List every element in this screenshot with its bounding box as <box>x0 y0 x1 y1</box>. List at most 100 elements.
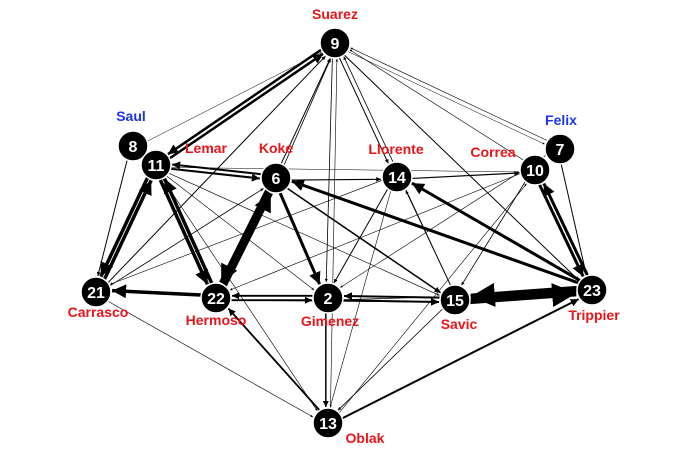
node-number: 22 <box>207 291 225 308</box>
node-circle <box>80 276 112 308</box>
node-number: 8 <box>129 139 138 156</box>
player-name-label: Llorente <box>368 141 423 157</box>
edge-n14-to-n10 <box>412 170 520 180</box>
edge-n15-to-n13 <box>337 308 443 411</box>
edge-n7-to-n9 <box>350 47 548 141</box>
player-name-label: Oblak <box>346 430 385 446</box>
edge-n7-to-n23 <box>560 164 588 275</box>
player-name-label: Lemar <box>185 140 228 156</box>
node-number: 9 <box>331 36 340 53</box>
edge-n11-to-n2 <box>166 175 315 291</box>
player-name-label: Suarez <box>312 6 358 22</box>
edge-n11-to-n6 <box>170 167 260 182</box>
edge-n23-to-n10 <box>542 182 589 277</box>
edge-n11-to-n15 <box>168 172 440 296</box>
node-circle <box>381 161 413 193</box>
edge-n10-to-n23 <box>538 183 585 278</box>
edges-layer <box>96 47 589 420</box>
node-number: 10 <box>526 163 544 180</box>
node-circle <box>576 274 608 306</box>
player-name-label: Savic <box>441 316 478 332</box>
node-number: 21 <box>87 285 105 302</box>
node-number: 11 <box>148 158 165 175</box>
edge-n6-to-n22 <box>219 189 270 284</box>
edge-n7-to-n2 <box>340 155 547 288</box>
edge-n15-to-n14 <box>405 190 451 286</box>
edge-n13-to-n10 <box>338 183 527 413</box>
node-circle <box>544 133 576 165</box>
edge-n11-to-n13 <box>162 178 318 412</box>
player-name-label: Carrasco <box>68 304 129 320</box>
player-name-label: Gimenez <box>301 313 359 329</box>
edge-n8-to-n21 <box>96 159 128 277</box>
edge-n21-to-n13 <box>107 301 314 418</box>
edge-n11-to-n21 <box>99 176 150 278</box>
node-circle <box>200 282 232 314</box>
edge-n9-to-n7 <box>347 51 545 145</box>
edge-n22-to-n21 <box>112 284 202 299</box>
node-number: 14 <box>388 170 406 187</box>
node-number: 2 <box>324 291 333 308</box>
edge-n10-to-n22 <box>229 173 521 291</box>
node-circle <box>519 154 551 186</box>
edge-n6-to-n14 <box>291 176 382 182</box>
edge-n21-to-n9 <box>107 55 326 284</box>
edge-n8-to-n9 <box>147 52 322 142</box>
edge-n9-to-n2 <box>324 57 333 282</box>
node-koke: 6 Koke <box>259 140 293 194</box>
node-number: 6 <box>272 171 281 188</box>
player-name-label: Trippier <box>568 307 620 323</box>
node-lemar: 11 Lemar <box>140 140 228 181</box>
edge-n9-to-n23 <box>343 54 580 281</box>
node-saul: 8 Saul <box>116 108 149 162</box>
edge-n11-to-n10 <box>170 167 519 173</box>
node-circle <box>260 162 292 194</box>
player-name-label: Correa <box>470 144 515 160</box>
edge-n14-to-n21 <box>110 180 383 285</box>
node-circle <box>439 284 471 316</box>
node-correa: 10 Correa <box>470 144 551 186</box>
edge-n10-to-n15 <box>461 181 526 286</box>
node-circle <box>319 27 351 59</box>
node-circle <box>117 130 149 162</box>
edge-n6-to-n15 <box>286 187 441 294</box>
node-suarez: 9 Suarez <box>312 6 358 59</box>
edge-n22-to-n6 <box>222 192 273 287</box>
edge-n9-to-n14 <box>338 57 389 164</box>
player-name-label: Saul <box>116 108 146 124</box>
edge-n6-to-n2 <box>278 192 321 285</box>
node-circle <box>312 282 344 314</box>
edge-n13-to-n23 <box>341 298 580 420</box>
node-circle <box>312 407 344 439</box>
player-name-label: Hermoso <box>186 312 247 328</box>
edge-n21-to-n6 <box>109 188 264 287</box>
node-number: 15 <box>446 293 464 310</box>
edge-n23-to-n6 <box>291 179 580 285</box>
player-name-label: Felix <box>545 112 577 128</box>
edge-n11-to-n9 <box>168 52 324 160</box>
edge-n6-to-n9 <box>283 58 331 166</box>
node-circle <box>140 149 172 181</box>
edge-n11-to-n22 <box>158 178 210 286</box>
node-number: 13 <box>319 416 337 433</box>
edge-n13-to-n9 <box>330 59 339 409</box>
nodes-layer: 9 Suarez 8 Saul 11 Lemar 6 Koke 14 Llorente 10 Corr… <box>68 6 621 446</box>
edge-n10-to-n9 <box>349 49 524 161</box>
player-name-label: Koke <box>259 140 293 156</box>
edge-n9-to-n11 <box>167 48 323 156</box>
edge-n22-to-n11 <box>162 177 214 285</box>
edge-n15-to-n23 <box>469 283 577 308</box>
edge-n21-to-n11 <box>102 179 153 281</box>
edge-n14-to-n2 <box>333 188 389 284</box>
node-number: 23 <box>583 283 601 300</box>
node-llorente: 14 Llorente <box>368 141 424 193</box>
edge-n23-to-n14 <box>411 181 581 282</box>
